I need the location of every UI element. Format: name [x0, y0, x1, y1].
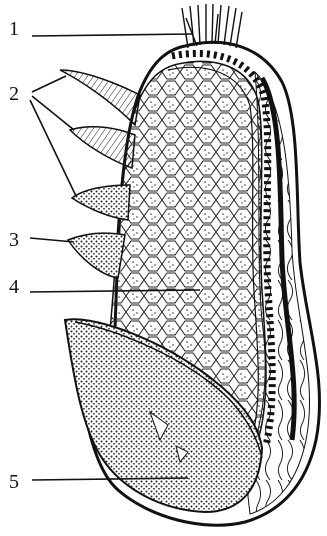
- leader-2a: [32, 76, 66, 92]
- leader-1: [32, 34, 192, 36]
- scale-lobe-2: [70, 127, 135, 168]
- label-3: 3: [9, 229, 19, 251]
- label-5: 5: [9, 471, 19, 493]
- label-4: 4: [9, 276, 19, 298]
- leader-2b: [32, 96, 74, 130]
- leader-2c: [30, 100, 76, 196]
- label-2: 2: [9, 83, 19, 105]
- scale-lobe-1: [60, 70, 140, 125]
- scale-lobe-3: [72, 185, 130, 220]
- scale-lobe-4: [68, 233, 125, 278]
- brush-hairs: [182, 4, 242, 48]
- label-1: 1: [9, 18, 19, 40]
